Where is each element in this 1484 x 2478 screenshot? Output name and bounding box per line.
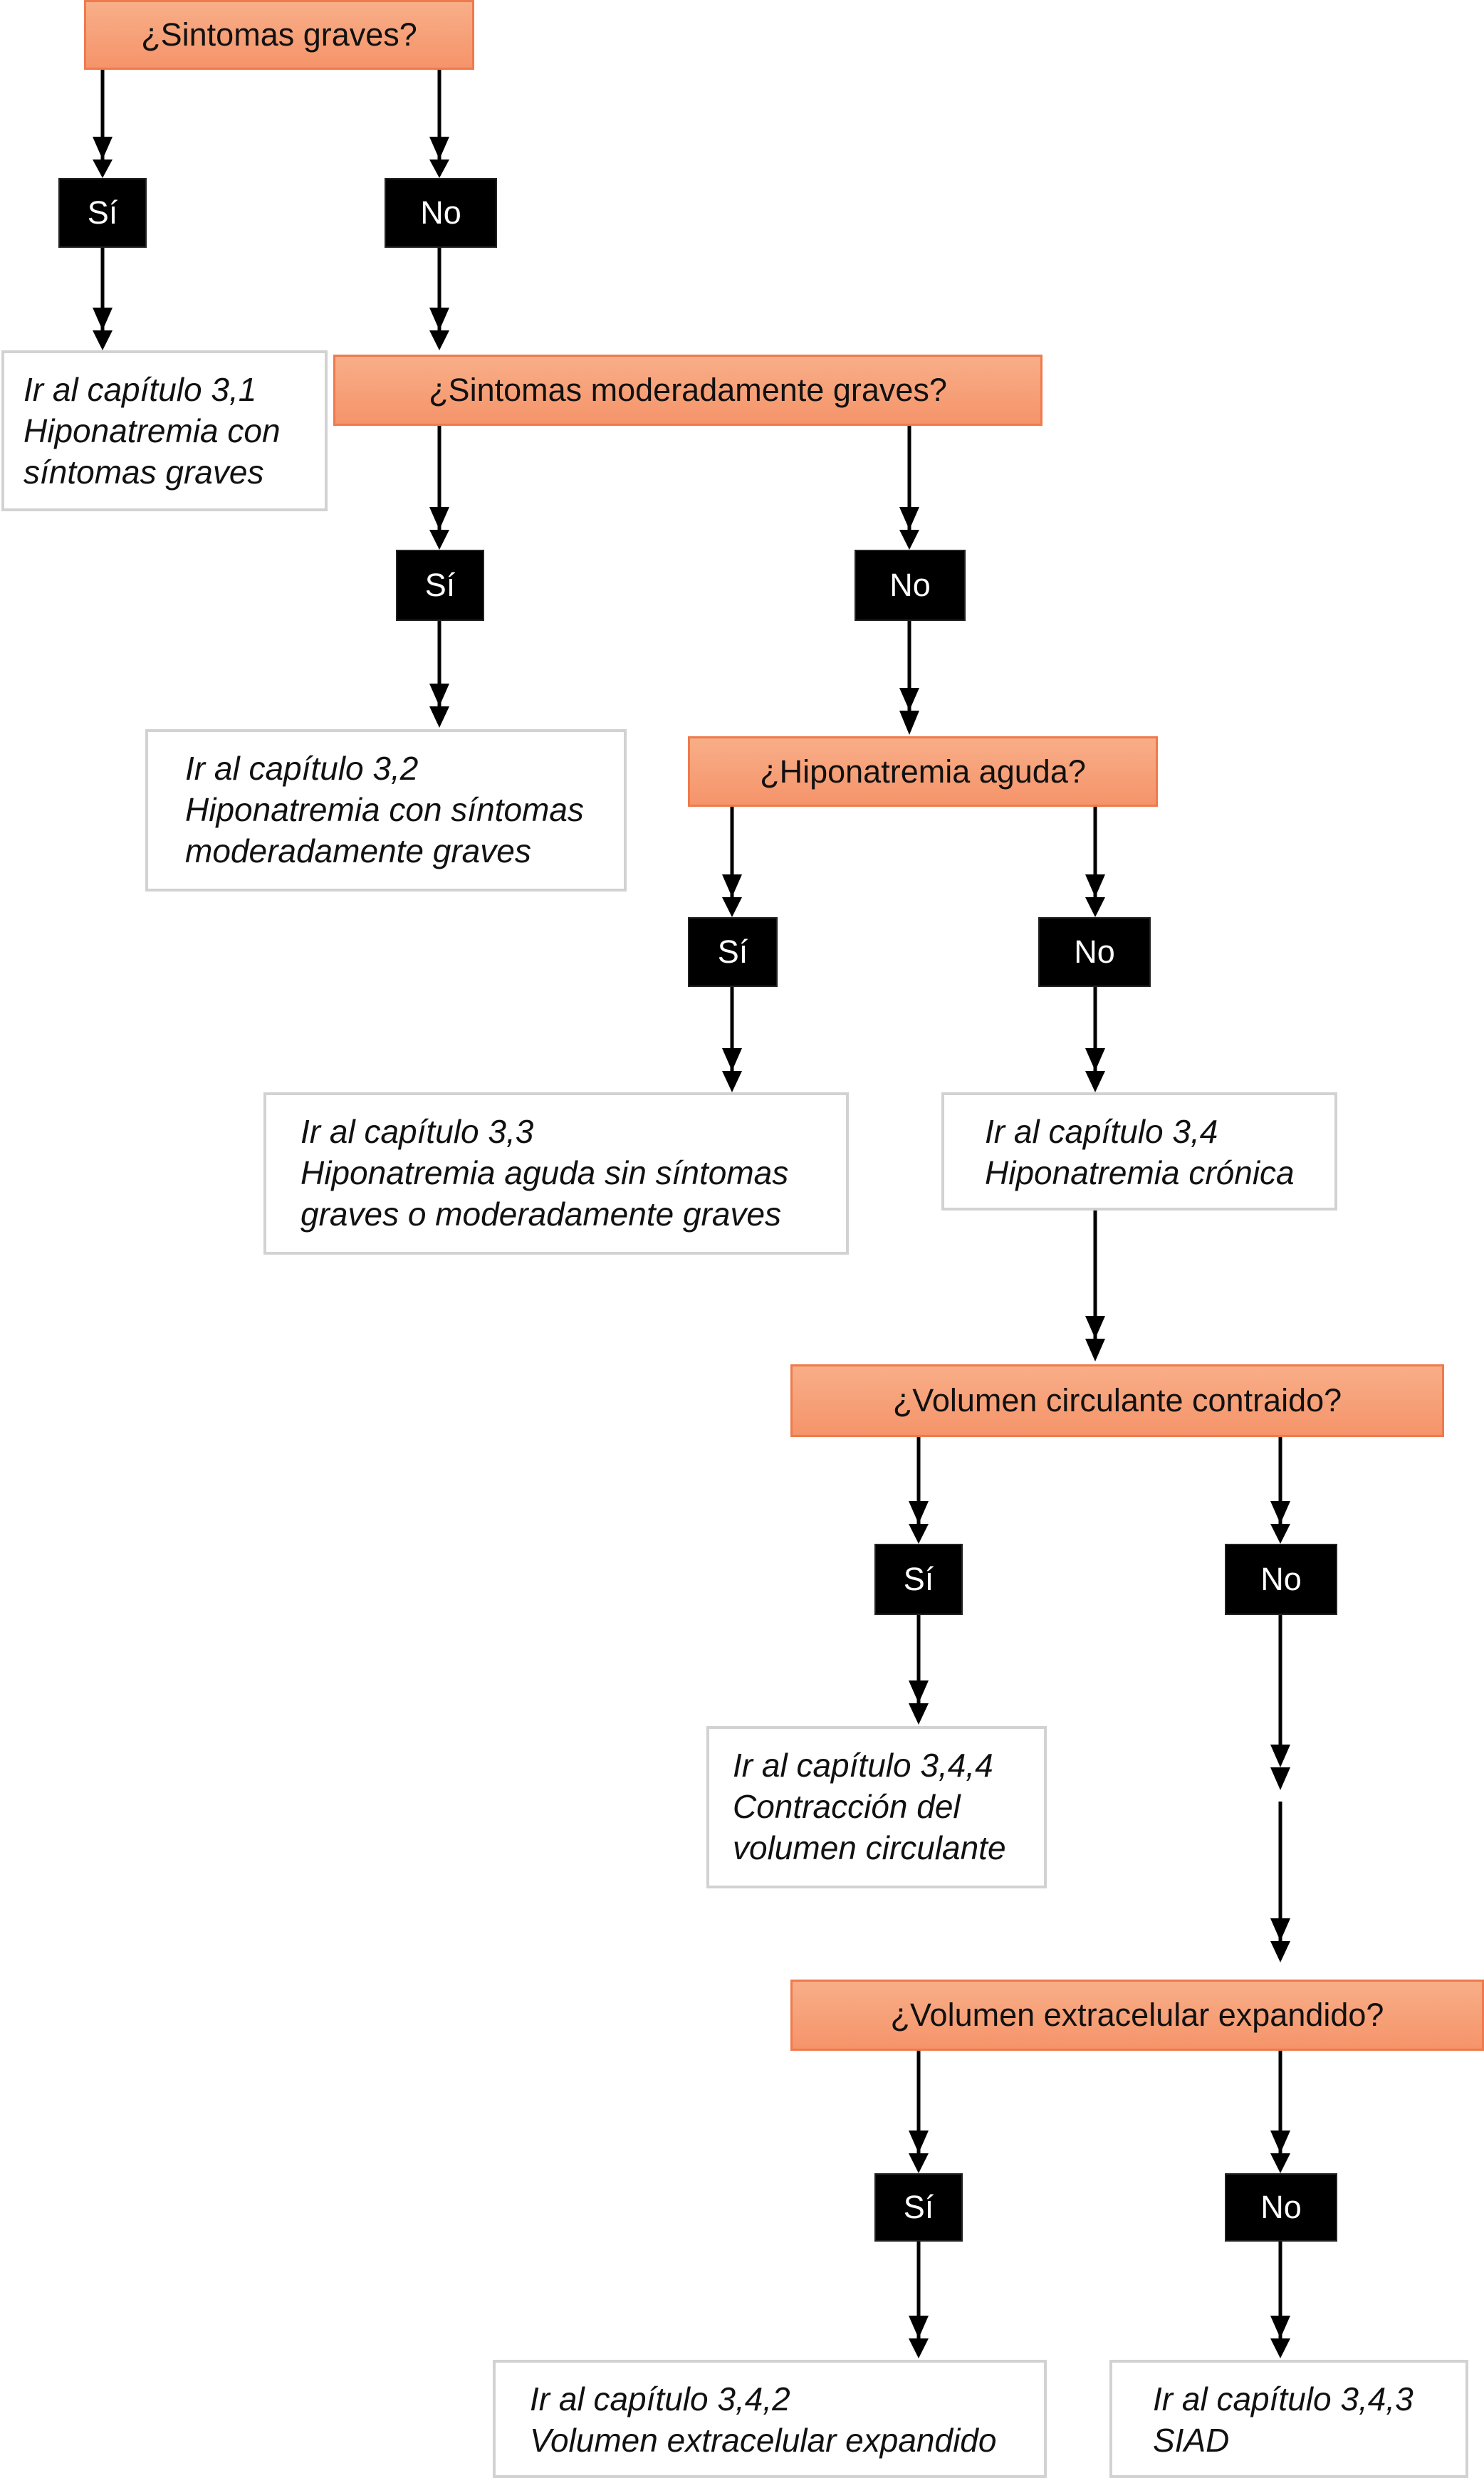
answer-q2-no-label: No bbox=[889, 567, 931, 603]
answer-q1-yes: Sí bbox=[58, 178, 147, 248]
connector-q1-yes-result bbox=[93, 248, 113, 350]
question-sintomas-moderadamente-graves-label: ¿Sintomas moderadamente graves? bbox=[429, 372, 947, 408]
connector-q1-no-q2 bbox=[429, 248, 449, 350]
connector-r4-q4 bbox=[1085, 1211, 1105, 1361]
result-capitulo-3-4-2-line-2: Volumen extracelular expandido bbox=[530, 2422, 997, 2459]
connector-q5-no bbox=[1270, 2051, 1290, 2173]
result-capitulo-3-4-4: Ir al capítulo 3,4,4 Contracción del vol… bbox=[706, 1726, 1047, 1888]
result-capitulo-3-1: Ir al capítulo 3,1 Hiponatremia con sínt… bbox=[1, 350, 328, 511]
answer-q5-yes: Sí bbox=[874, 2173, 963, 2242]
answer-q4-no-label: No bbox=[1260, 1561, 1302, 1597]
answer-q4-yes-label: Sí bbox=[903, 1561, 934, 1597]
question-sintomas-graves-label: ¿Sintomas graves? bbox=[141, 16, 417, 53]
result-capitulo-3-4-line-1: Ir al capítulo 3,4 bbox=[985, 1113, 1218, 1150]
result-capitulo-3-4-3: Ir al capítulo 3,4,3 SIAD bbox=[1109, 2360, 1468, 2478]
connector-q5-yes-result bbox=[909, 2242, 929, 2358]
question-sintomas-graves: ¿Sintomas graves? bbox=[84, 0, 474, 70]
result-capitulo-3-2-line-1: Ir al capítulo 3,2 bbox=[185, 750, 419, 787]
connector-q2-yes-result bbox=[429, 621, 449, 728]
answer-q2-yes: Sí bbox=[396, 550, 484, 621]
answer-q3-no: No bbox=[1038, 917, 1151, 987]
question-sintomas-moderadamente-graves: ¿Sintomas moderadamente graves? bbox=[333, 355, 1043, 426]
result-capitulo-3-3-line-1: Ir al capítulo 3,3 bbox=[301, 1113, 534, 1150]
result-capitulo-3-2-line-2: Hiponatremia con síntomas bbox=[185, 791, 584, 828]
question-volumen-circulante-contraido: ¿Volumen circulante contraido? bbox=[790, 1364, 1444, 1437]
connector-q3-no bbox=[1085, 807, 1105, 917]
result-capitulo-3-3-line-2: Hiponatremia aguda sin síntomas bbox=[301, 1154, 789, 1191]
answer-q5-no-label: No bbox=[1260, 2189, 1302, 2225]
answer-q5-no: No bbox=[1225, 2173, 1337, 2242]
answer-q4-no: No bbox=[1225, 1544, 1337, 1615]
answer-q1-no-label: No bbox=[420, 194, 461, 231]
result-capitulo-3-4-4-line-1: Ir al capítulo 3,4,4 bbox=[733, 1747, 993, 1784]
result-capitulo-3-3-line-3: graves o moderadamente graves bbox=[301, 1196, 782, 1233]
result-capitulo-3-4-3-line-1: Ir al capítulo 3,4,3 bbox=[1153, 2380, 1414, 2417]
connector-q4-no-q5 bbox=[1270, 1615, 1290, 1962]
answer-q2-yes-label: Sí bbox=[424, 567, 456, 603]
answer-q5-yes-label: Sí bbox=[903, 2189, 934, 2225]
connector-q4-yes-result bbox=[909, 1615, 929, 1725]
result-capitulo-3-4-2: Ir al capítulo 3,4,2 Volumen extracelula… bbox=[493, 2360, 1047, 2478]
connector-q3-no-result bbox=[1085, 987, 1105, 1092]
answer-q2-no: No bbox=[855, 550, 966, 621]
result-capitulo-3-4-2-line-1: Ir al capítulo 3,4,2 bbox=[530, 2380, 790, 2417]
connector-q5-no-result bbox=[1270, 2242, 1290, 2358]
question-hiponatremia-aguda-label: ¿Hiponatremia aguda? bbox=[760, 753, 1086, 790]
answer-q3-yes-label: Sí bbox=[717, 934, 748, 970]
question-volumen-extracelular-expandido: ¿Volumen extracelular expandido? bbox=[790, 1980, 1484, 2051]
answer-q4-yes: Sí bbox=[874, 1544, 963, 1615]
connector-q4-yes bbox=[909, 1437, 929, 1544]
connector-q2-no-q3 bbox=[899, 621, 919, 735]
result-capitulo-3-1-line-1: Ir al capítulo 3,1 bbox=[23, 371, 257, 408]
answer-q3-no-label: No bbox=[1074, 934, 1115, 970]
answer-q1-no: No bbox=[385, 178, 497, 248]
result-capitulo-3-4: Ir al capítulo 3,4 Hiponatremia crónica bbox=[941, 1092, 1337, 1211]
result-capitulo-3-1-line-3: síntomas graves bbox=[23, 454, 264, 491]
result-capitulo-3-1-line-2: Hiponatremia con bbox=[23, 412, 281, 449]
result-capitulo-3-2: Ir al capítulo 3,2 Hiponatremia con sínt… bbox=[145, 729, 627, 892]
result-capitulo-3-2-line-3: moderadamente graves bbox=[185, 832, 531, 869]
answer-q1-yes-label: Sí bbox=[87, 194, 118, 231]
question-volumen-extracelular-expandido-label: ¿Volumen extracelular expandido? bbox=[890, 1997, 1384, 2033]
connector-q3-yes-result bbox=[722, 987, 742, 1092]
question-volumen-circulante-contraido-label: ¿Volumen circulante contraido? bbox=[892, 1382, 1342, 1418]
connector-q2-no bbox=[899, 426, 919, 550]
answer-q3-yes: Sí bbox=[688, 917, 778, 987]
connector-q4-no bbox=[1270, 1437, 1290, 1544]
question-hiponatremia-aguda: ¿Hiponatremia aguda? bbox=[688, 736, 1158, 807]
connector-q1-yes bbox=[93, 70, 113, 178]
result-capitulo-3-4-line-2: Hiponatremia crónica bbox=[985, 1154, 1295, 1191]
result-capitulo-3-3: Ir al capítulo 3,3 Hiponatremia aguda si… bbox=[263, 1092, 849, 1255]
result-capitulo-3-4-4-line-3: volumen circulante bbox=[733, 1829, 1006, 1866]
result-capitulo-3-4-3-line-2: SIAD bbox=[1153, 2422, 1230, 2459]
connector-q1-no bbox=[429, 70, 449, 178]
connector-q2-yes bbox=[429, 426, 449, 550]
connector-q3-yes bbox=[722, 807, 742, 917]
connector-q5-yes bbox=[909, 2051, 929, 2173]
result-capitulo-3-4-4-line-2: Contracción del bbox=[733, 1788, 961, 1825]
